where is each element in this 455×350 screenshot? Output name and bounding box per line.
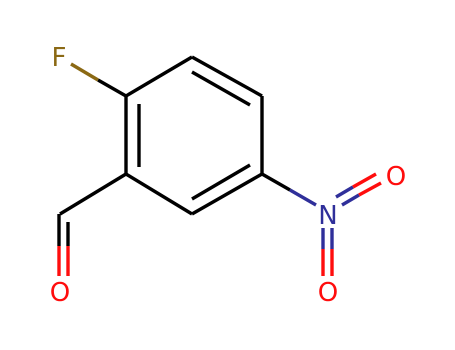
ring-bond-4: [191, 172, 263, 216]
bond-c-n-nitrogen-half: [289, 188, 317, 207]
atom-label-aldehyde-oxygen: O: [50, 278, 70, 308]
ring-bond-2: [191, 55, 263, 98]
atom-label-nitrogen: N: [318, 201, 337, 231]
bond-n-o-right-2a: [335, 185, 354, 199]
bond-n-o-right-2b: [352, 172, 377, 189]
bond-c-n-carbon-half: [261, 172, 291, 192]
ring-bond-5: [125, 172, 193, 216]
bond-c-f-carbon-half: [97, 78, 127, 98]
bond-n-o-right-1a: [341, 193, 360, 207]
atom-label-fluorine: F: [52, 43, 67, 73]
atom-label-nitro-oxygen-bottom: O: [318, 278, 338, 308]
atom-label-nitro-oxygen-right: O: [386, 162, 406, 192]
bond-c-f-fluorine-half: [70, 62, 99, 82]
ring-bond-2-inner: [191, 70, 251, 107]
bond-n-o-right-1b: [358, 181, 382, 197]
bond-ring-cho: [59, 172, 127, 216]
ring-bond-1: [125, 55, 193, 98]
ring-bond-4-inner: [191, 163, 251, 201]
